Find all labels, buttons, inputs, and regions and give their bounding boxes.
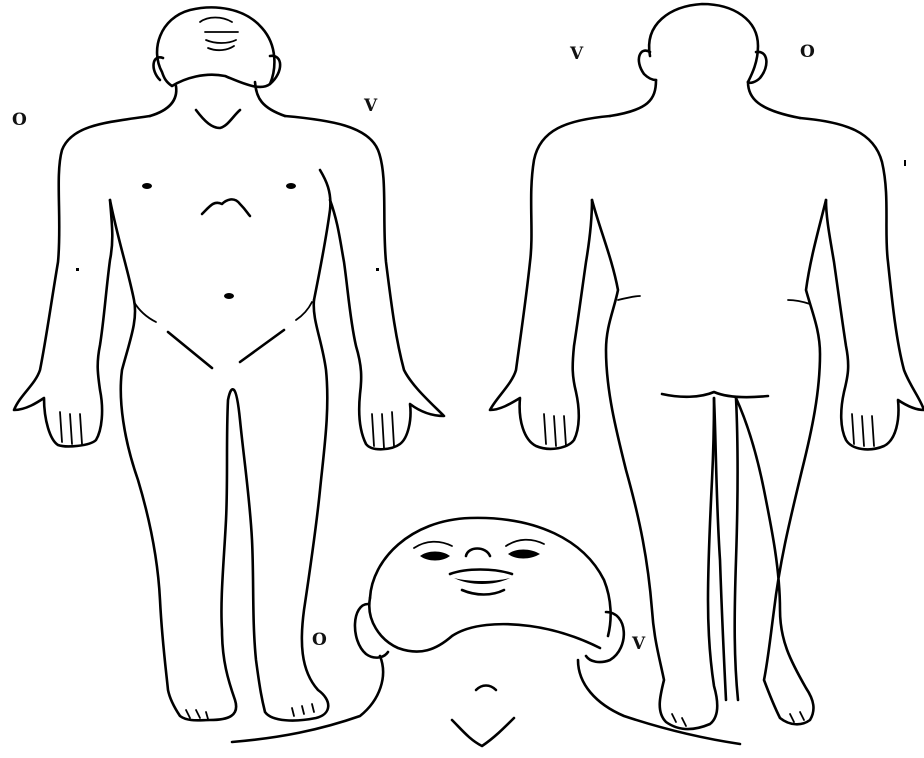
head-right-side-label: O [312,632,327,649]
front-left-side-label: V [364,98,377,115]
head-left-side-label: V [632,636,645,653]
back-right-side-label: O [800,44,815,61]
front-body-figure [14,7,444,720]
front-right-side-label: O [12,112,27,129]
head-neck-figure [232,518,740,746]
back-left-side-label: V [570,46,583,63]
back-body-figure [490,4,924,729]
